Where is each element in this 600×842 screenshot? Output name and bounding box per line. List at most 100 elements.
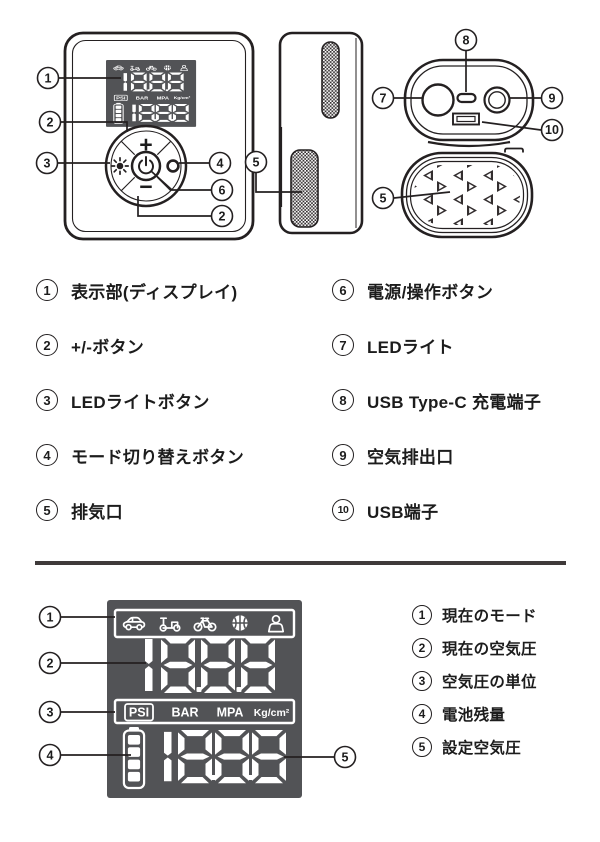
display-screen — [106, 60, 196, 127]
callout-line-6 — [150, 170, 211, 191]
callout-5-bubble-side: 5 — [244, 150, 268, 174]
lcd-callout-1-bubble: 1 — [38, 605, 62, 629]
legend-label: USB Type-C 充電端子 — [367, 392, 542, 412]
svg-text:9: 9 — [549, 92, 556, 106]
svg-text:8: 8 — [463, 34, 470, 48]
legend-item-10: 10 USB端子 — [332, 498, 438, 522]
minus-button-label: − — [139, 174, 152, 200]
svg-text:7: 7 — [380, 92, 387, 106]
svg-text:4: 4 — [217, 157, 224, 171]
callout-1-bubble: 1 — [36, 66, 60, 90]
callout-6-bubble: 6 — [210, 178, 234, 202]
lcd-callout-5-bubble: 5 — [333, 745, 357, 769]
legend-label: 電源/操作ボタン — [367, 282, 494, 302]
svg-text:5: 5 — [380, 192, 387, 206]
svg-text:2: 2 — [47, 657, 54, 671]
legend-label: 表示部(ディスプレイ) — [71, 282, 238, 302]
callout-2-bubble-top: 2 — [38, 110, 62, 134]
legend-num: 8 — [332, 389, 354, 411]
callout-7-bubble: 7 — [371, 86, 395, 110]
display-diagram: 1 2 3 4 5 — [38, 578, 357, 842]
legend-num: 1 — [36, 279, 58, 301]
svg-text:5: 5 — [253, 156, 260, 170]
front-view-illustration: + − — [63, 31, 255, 241]
display-legend-item-5: 5 設定空気圧 — [412, 736, 521, 758]
legend-num: 4 — [412, 704, 432, 724]
air-outlet — [483, 86, 511, 114]
legend-label: USB端子 — [367, 502, 439, 522]
callout-10-bubble: 10 — [540, 118, 564, 142]
callout-line-5-bottom-view — [393, 191, 451, 199]
legend-label: +/-ボタン — [71, 337, 145, 357]
legend-num: 2 — [412, 638, 432, 658]
legend-num: 10 — [332, 499, 354, 521]
svg-text:1: 1 — [45, 72, 52, 86]
legend-item-2: 2 +/-ボタン — [36, 333, 144, 357]
callout-8-bubble: 8 — [454, 28, 478, 52]
legend-label: LEDライト — [367, 337, 454, 357]
svg-text:5: 5 — [342, 751, 349, 765]
legend-label: 空気排出口 — [367, 447, 454, 467]
legend-num: 1 — [412, 605, 432, 625]
legend-num: 6 — [332, 279, 354, 301]
legend-item-8: 8 USB Type-C 充電端子 — [332, 388, 541, 412]
callout-9-bubble: 9 — [540, 86, 564, 110]
legend-item-4: 4 モード切り替えボタン — [36, 443, 244, 467]
callout-line-2-top — [61, 121, 128, 132]
side-vent-top — [321, 41, 340, 119]
usb-a-port — [452, 112, 480, 126]
svg-text:2: 2 — [47, 116, 54, 130]
legend-num: 5 — [412, 737, 432, 757]
led-light-button-icon — [110, 156, 130, 176]
legend-num: 3 — [412, 671, 432, 691]
svg-text:3: 3 — [47, 706, 54, 720]
exhaust-grille — [414, 165, 520, 225]
legend-label: 設定空気圧 — [442, 740, 522, 757]
legend-item-3: 3 LEDライトボタン — [36, 388, 210, 412]
top-view-illustration — [403, 58, 535, 148]
callout-line-10 — [481, 121, 542, 131]
power-icon — [138, 156, 154, 175]
side-view-illustration — [278, 31, 364, 235]
svg-text:1: 1 — [47, 611, 54, 625]
led-light — [421, 83, 455, 117]
legend-item-1: 1 表示部(ディスプレイ) — [36, 278, 237, 302]
power-button — [130, 150, 162, 182]
display-legend-item-4: 4 電池残量 — [412, 703, 505, 725]
legend-num: 2 — [36, 334, 58, 356]
legend-label: LEDライトボタン — [71, 392, 210, 412]
legend-num: 9 — [332, 444, 354, 466]
lcd-callout-3-bubble: 3 — [38, 700, 62, 724]
bottom-view-illustration — [400, 147, 534, 239]
mode-row-highlight-box — [113, 608, 296, 639]
callout-4-bubble: 4 — [208, 151, 232, 175]
svg-text:4: 4 — [47, 749, 54, 763]
callout-3-bubble: 3 — [35, 151, 59, 175]
callout-2-bubble-bottom: 2 — [210, 204, 234, 228]
side-vent-bottom — [290, 149, 319, 228]
control-pad: + − — [104, 124, 188, 208]
device-views-diagram: + − — [35, 28, 564, 241]
svg-text:2: 2 — [219, 210, 226, 224]
usb-c-port — [456, 92, 477, 104]
legend-num: 3 — [36, 389, 58, 411]
legend-item-7: 7 LEDライト — [332, 333, 454, 357]
svg-text:10: 10 — [545, 123, 559, 137]
callout-5-bubble-bottom-view: 5 — [371, 186, 395, 210]
legend-num: 7 — [332, 334, 354, 356]
svg-text:6: 6 — [219, 184, 226, 198]
legend-label: 現在の空気圧 — [442, 641, 537, 658]
legend-num: 5 — [36, 499, 58, 521]
legend-num: 4 — [36, 444, 58, 466]
legend-label: 電池残量 — [442, 707, 506, 724]
legend-label: モード切り替えボタン — [71, 447, 244, 467]
section-divider — [35, 561, 566, 565]
mode-cycle-icon — [166, 159, 180, 173]
lcd-callout-4-bubble: 4 — [38, 743, 62, 767]
legend-item-6: 6 電源/操作ボタン — [332, 278, 493, 302]
svg-text:3: 3 — [44, 157, 51, 171]
